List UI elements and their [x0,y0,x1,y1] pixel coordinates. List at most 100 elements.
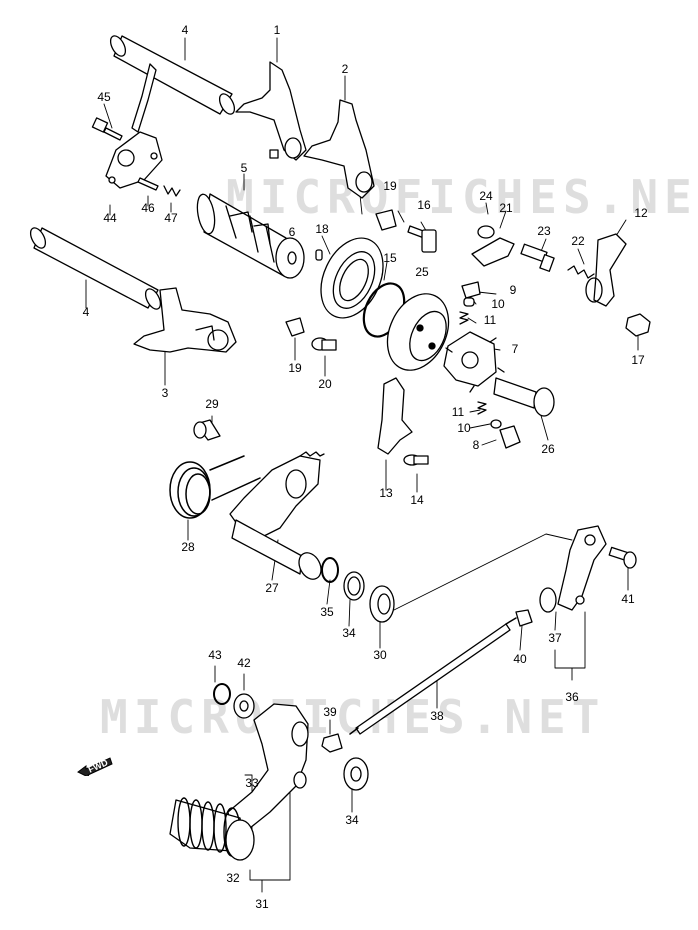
washer-24 [477,225,495,239]
callout-47: 47 [164,211,178,225]
callout-19-upper: 19 [383,179,397,193]
callout-18: 18 [315,222,329,236]
callout-35: 35 [320,605,334,619]
gearshift-rod-38 [349,617,517,735]
callout-29: 29 [205,397,219,411]
callout-27: 27 [265,581,279,595]
callout-10-upper: 10 [491,297,505,311]
callout-4-upper: 4 [181,23,189,37]
stopper-plate-19a [375,209,397,231]
callout-6: 6 [288,225,296,239]
nut-17 [625,313,651,337]
gearshift-shaft-27 [229,451,325,580]
screw-20 [311,337,337,351]
bolt-26 [493,377,555,417]
circlip-35 [321,557,339,583]
callout-15: 15 [383,251,397,265]
stopper-plate-19b [285,317,305,337]
drum-holder-plate [105,63,163,189]
arm-21 [471,237,515,267]
bearing-18 [320,237,384,319]
cam-stopper-7 [443,331,505,393]
callout-34-lower: 34 [345,813,359,827]
pin-10a [463,297,475,307]
washer-34b [343,757,369,791]
gearshift-pedal-31 [169,703,309,861]
callout-30: 30 [373,648,387,662]
bolt-16 [407,225,437,253]
callout-25: 25 [415,265,429,279]
callout-12: 12 [634,206,648,220]
shift-fork-3 [133,287,237,353]
screw-14 [403,454,429,466]
spring-47 [163,185,181,197]
callout-41: 41 [621,592,635,606]
callout-45: 45 [97,90,111,104]
callout-33: 33 [245,776,259,790]
watermark-bottom: MICROFICHES.NET [100,690,606,744]
callout-16: 16 [417,198,431,212]
callout-22: 22 [571,234,585,248]
callout-19-lower: 19 [288,361,302,375]
pin-46 [137,177,159,191]
callout-44: 44 [103,211,117,225]
gearshift-lever-37 [539,525,607,613]
pin-6 [315,249,323,261]
callout-43: 43 [208,648,222,662]
shift-fork-1 [235,61,307,161]
coil-12 [585,277,603,303]
callout-8: 8 [472,438,480,452]
callout-9: 9 [509,283,517,297]
bolt-23 [520,243,555,272]
spring-22 [567,265,595,279]
spring-11b [477,401,487,415]
callout-10-lower: 10 [457,421,471,435]
callout-42: 42 [237,656,251,670]
callout-34-upper: 34 [342,626,356,640]
callout-31: 31 [255,897,269,911]
guide-8 [499,425,521,449]
callout-23: 23 [537,224,551,238]
callout-5: 5 [240,161,248,175]
callout-11-lower: 11 [451,405,465,419]
callout-32: 32 [226,871,240,885]
callout-3: 3 [161,386,169,400]
plate-12 [593,233,627,307]
shift-rod-upper [109,35,236,115]
callout-11-upper: 11 [483,313,497,327]
nut-40 [515,609,533,627]
return-spring-28 [169,455,261,519]
callout-40: 40 [513,652,527,666]
callout-14: 14 [410,493,424,507]
callout-37: 37 [548,631,562,645]
callout-2: 2 [341,62,349,76]
bolt-45 [91,117,123,141]
callout-17: 17 [631,353,645,367]
callout-36: 36 [565,690,579,704]
spring-11a [459,311,469,325]
callout-46: 46 [141,201,155,215]
callout-38: 38 [430,709,444,723]
pawl-9 [461,281,481,299]
assembly-line [393,533,573,611]
callout-20: 20 [318,377,332,391]
shift-cam-25 [386,293,450,371]
callout-1: 1 [273,23,281,37]
callout-13: 13 [379,486,393,500]
callout-4-lower: 4 [82,305,90,319]
callout-7: 7 [511,342,519,356]
nut-39 [321,733,343,753]
callout-21: 21 [499,201,513,215]
pin-10b [490,419,502,429]
shift-rod-lower [29,227,162,310]
shift-drum [196,193,305,279]
bolt-29 [193,419,221,441]
callout-26: 26 [541,442,555,456]
callout-28: 28 [181,540,195,554]
stopper-lever-13 [377,377,413,455]
callout-39: 39 [323,705,337,719]
forward-arrow-icon [77,757,113,776]
oil-seal-30 [369,585,395,623]
